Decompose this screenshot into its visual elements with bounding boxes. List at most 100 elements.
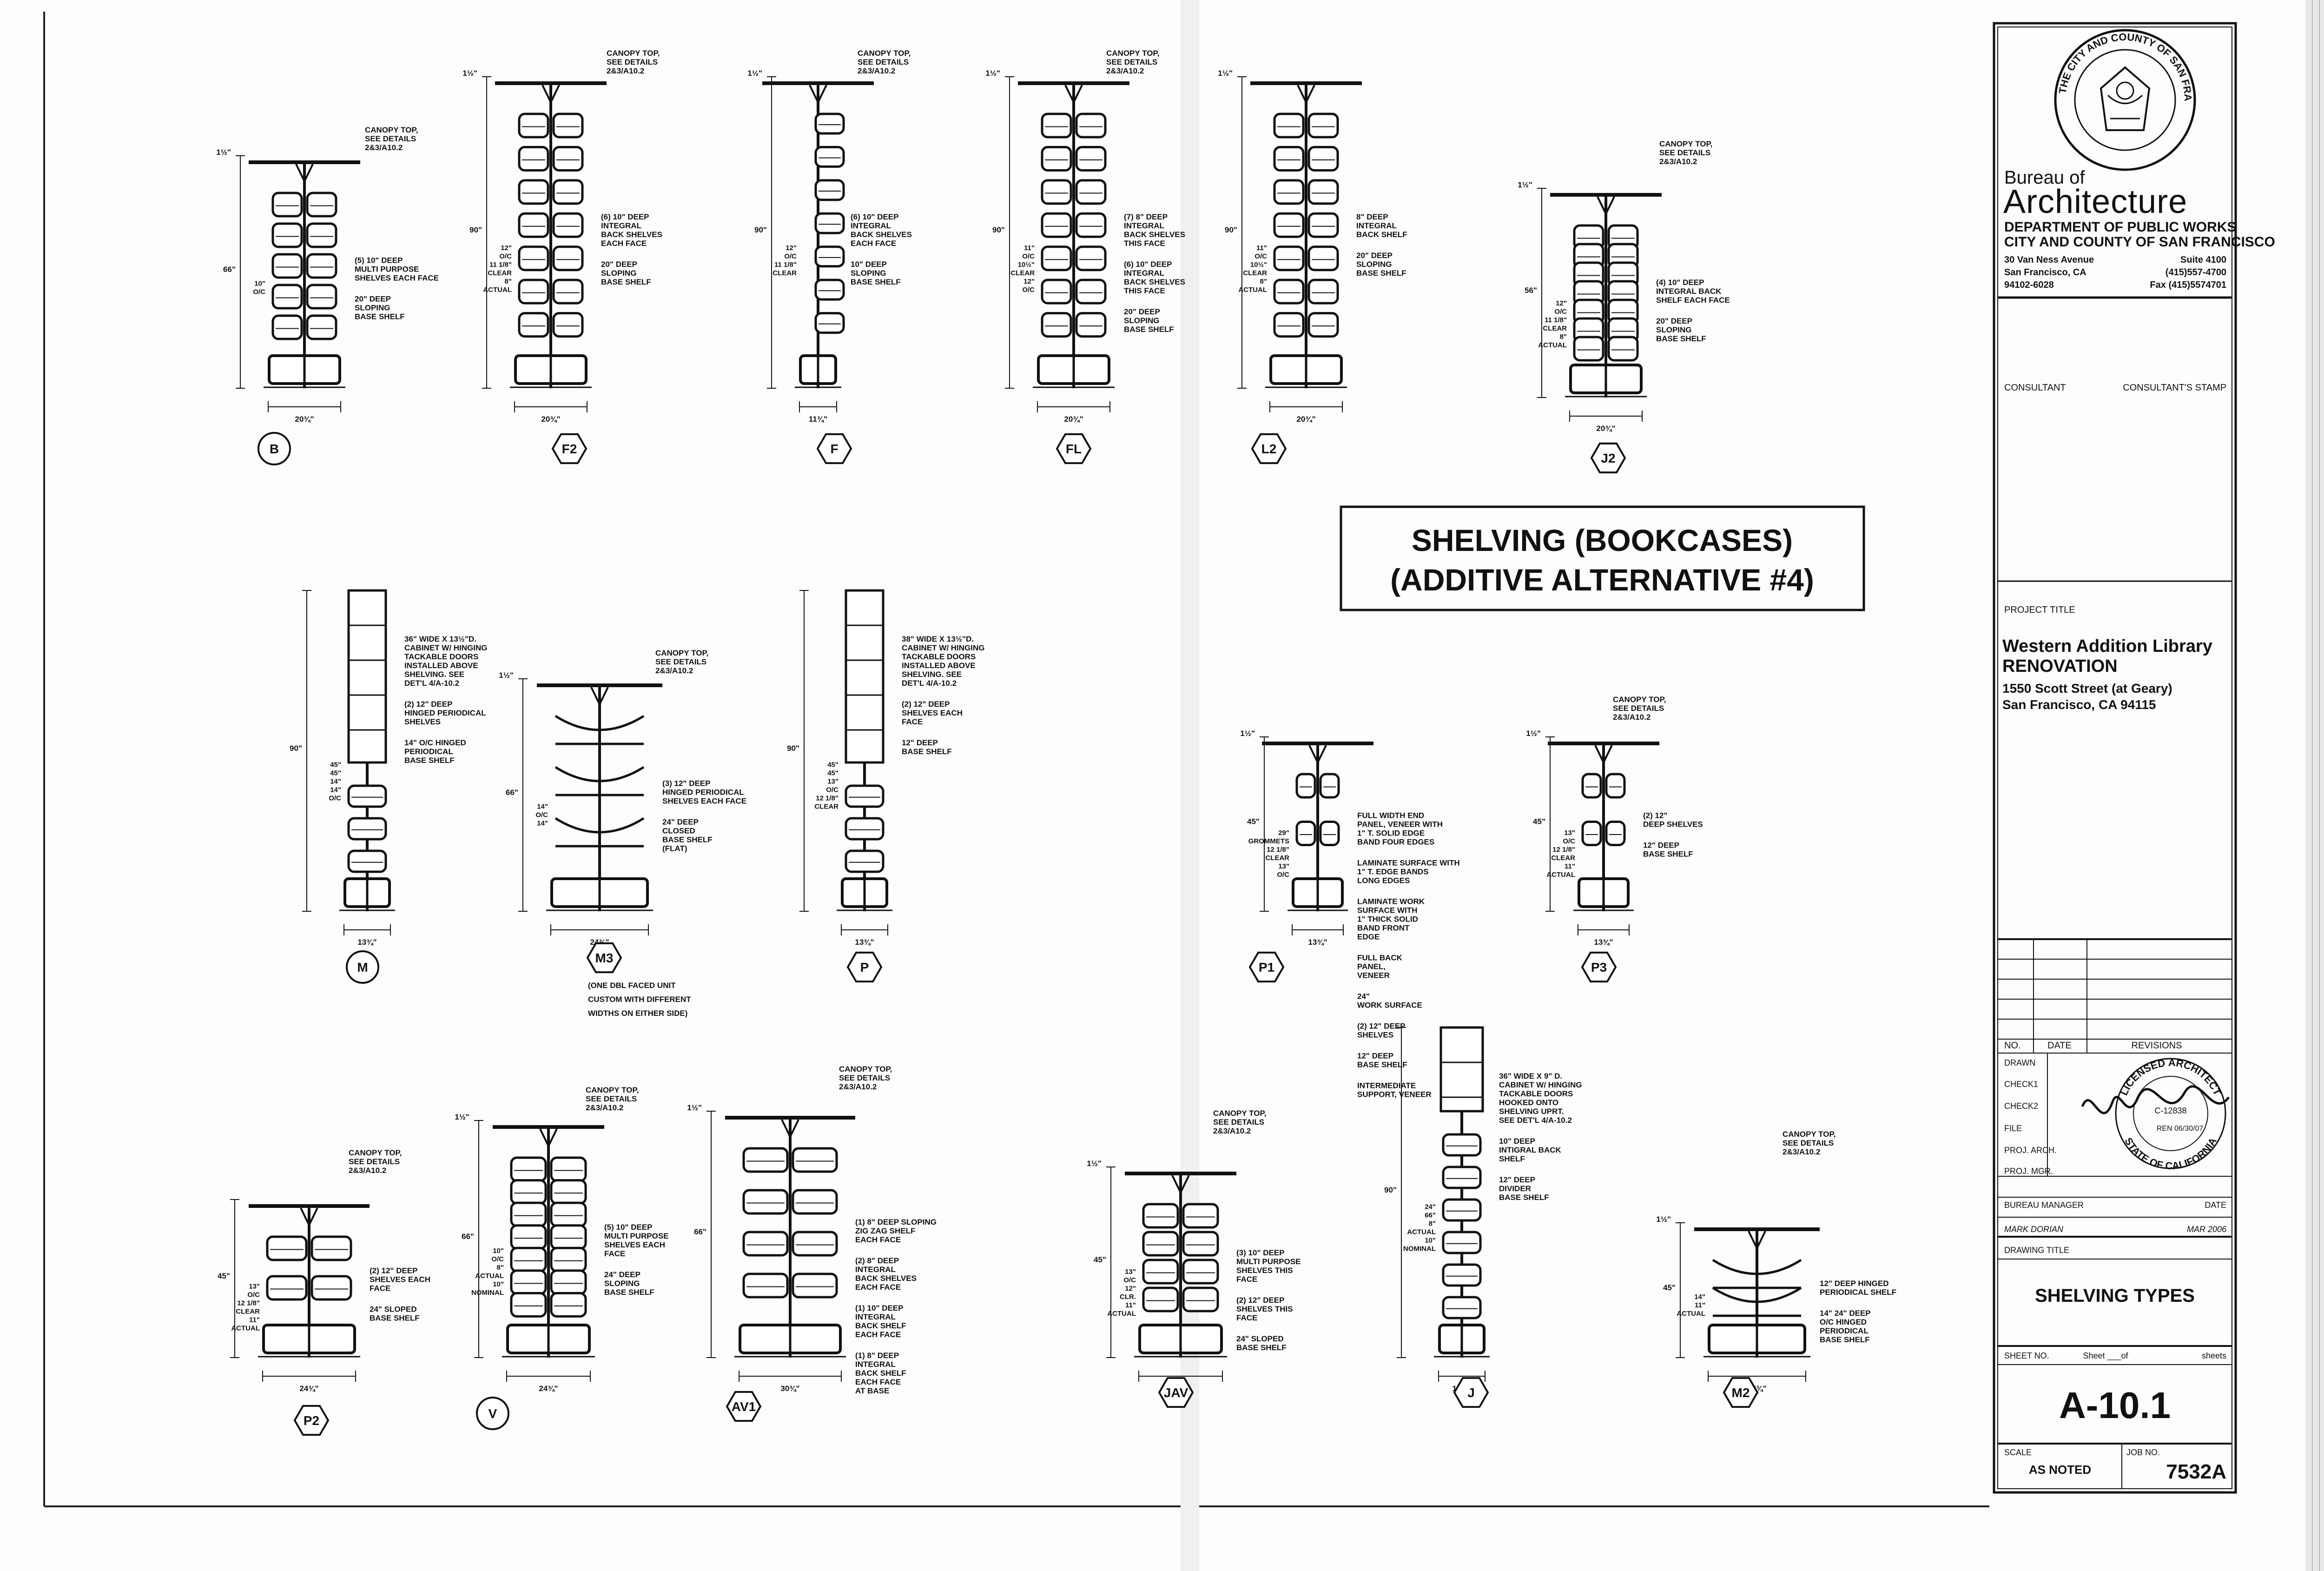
top-dimension: 1½": [1218, 69, 1233, 78]
sheets-label: sheets: [2202, 1351, 2226, 1360]
shelf: [845, 849, 885, 873]
shelf: [347, 817, 387, 841]
type-marker: [726, 1391, 762, 1422]
shelf: [1295, 821, 1316, 846]
callout-note: BASE SHELF: [1820, 1335, 1870, 1344]
shelf: [814, 212, 845, 234]
detail-dimension: CLEAR: [1543, 325, 1567, 332]
address-line-2: San Francisco, CA: [2004, 267, 2086, 278]
canopy-top: [493, 1125, 604, 1129]
detail-dimension: 14": [537, 820, 548, 828]
city-text: CITY AND COUNTY OF SAN FRANCISCO: [2004, 234, 2275, 250]
callout-note: BASE SHELF: [662, 835, 713, 844]
proj-arch-label: PROJ. ARCH.: [2004, 1146, 2057, 1155]
shelf: [306, 284, 337, 310]
canopy-note: CANOPY TOP,: [655, 649, 708, 657]
callout-note: EACH FACE: [855, 1378, 901, 1386]
detail-dimension: 10": [254, 280, 265, 288]
shelf: [845, 784, 885, 808]
detail-dimension: CLEAR: [488, 269, 512, 277]
shelf: [1442, 1166, 1482, 1189]
canopy-note: CANOPY TOP,: [1613, 695, 1666, 704]
width-dimension: 13¾": [1594, 938, 1613, 947]
canopy-note: SEE DETAILS: [1106, 58, 1157, 66]
callout-note: 10" DEEP: [851, 260, 887, 269]
shelf: [518, 312, 549, 338]
canopy-note: SEE DETAILS: [349, 1157, 400, 1166]
callout-note: DET'L 4/A-10.2: [902, 679, 957, 688]
callout-note: SHELVING UPRT.: [1499, 1107, 1564, 1116]
detail-dimension: 45": [827, 761, 838, 769]
sheet-of-label: Sheet ___of: [2083, 1351, 2128, 1361]
detail-dimension: 24": [1425, 1203, 1436, 1211]
callout-note: WORK SURFACE: [1357, 1001, 1422, 1009]
shelf: [742, 1273, 789, 1299]
type-marker: [1248, 951, 1285, 983]
callout-note: (6) 10" DEEP: [851, 212, 899, 221]
unit-caption: (ONE DBL FACED UNIT: [588, 981, 676, 990]
callout-note: SHELVES EACH: [370, 1275, 430, 1284]
address-line-1: 30 Van Ness Avenue: [2004, 255, 2094, 265]
detail-dimension: O/C: [1022, 286, 1035, 294]
type-label: P3: [1591, 960, 1607, 974]
detail-dimension: CLEAR: [1243, 269, 1267, 277]
callout-note: 1" T. SOLID EDGE: [1357, 829, 1425, 837]
callout-note: BACK SHELVES: [1124, 230, 1185, 239]
callout-note: 12" DEEP HINGED: [1820, 1279, 1889, 1288]
shelf: [1041, 113, 1072, 139]
callout-note: BACK SHELF: [855, 1369, 906, 1378]
cabinet: [347, 589, 387, 764]
callout-note: 20" DEEP: [601, 260, 637, 269]
shelf: [1307, 312, 1339, 338]
detail-dimension: ACTUAL: [1107, 1310, 1136, 1318]
job-no-label: JOB NO.: [2126, 1448, 2160, 1457]
width-dimension: 20¾": [1596, 424, 1615, 433]
callout-note: FACE: [902, 717, 923, 726]
callout-note: FACE: [1236, 1275, 1257, 1284]
height-dimension: 90": [1225, 225, 1237, 234]
file-label: FILE: [2004, 1124, 2022, 1133]
callout-note: SHELVES EACH FACE: [662, 797, 746, 806]
type-label: V: [489, 1406, 497, 1421]
revisions-label: REVISIONS: [2132, 1041, 2182, 1051]
shelf: [1307, 278, 1339, 305]
detail-dimension: ACTUAL: [1238, 286, 1267, 294]
job-number: 7532A: [2166, 1460, 2226, 1483]
shelf: [550, 1179, 587, 1205]
type-marker: [1158, 1377, 1194, 1408]
shelf: [1273, 113, 1305, 139]
callout-note: EDGE: [1357, 932, 1380, 941]
callout-note: (5) 10" DEEP: [604, 1223, 653, 1232]
type-marker: [1251, 433, 1287, 464]
detail-dimension: O/C: [1254, 252, 1267, 260]
canopy-top: [1694, 1227, 1820, 1231]
callout-note: BASE SHELF: [1356, 269, 1406, 278]
shelf: [814, 245, 845, 268]
callout-note: 36" WIDE X 9" D.: [1499, 1072, 1562, 1080]
manager-date: MAR 2006: [2187, 1225, 2227, 1234]
shelf: [1182, 1286, 1219, 1312]
detail-dimension: ACTUAL: [483, 286, 512, 294]
callout-note: (2) 8" DEEP: [855, 1256, 899, 1265]
shelf: [306, 253, 337, 279]
shelf: [1319, 821, 1340, 846]
canopy-top: [249, 160, 360, 164]
shelf: [1075, 278, 1107, 305]
detail-dimension: 8": [497, 1264, 504, 1272]
shelf: [310, 1235, 352, 1261]
detail-dimension: 45": [827, 769, 838, 777]
callout-note: BASE SHELF: [1643, 849, 1693, 858]
shelf: [552, 212, 584, 238]
callout-note: (2) 12" DEEP: [370, 1266, 418, 1275]
canopy-note: SEE DETAILS: [586, 1094, 637, 1103]
shelf: [271, 192, 303, 218]
detail-dimension: 10": [493, 1280, 504, 1288]
shelf: [1581, 773, 1602, 799]
callout-note: BASE SHELF: [1236, 1343, 1287, 1352]
callout-note: FACE: [604, 1249, 625, 1258]
callout-note: TACKABLE DOORS: [404, 652, 478, 661]
